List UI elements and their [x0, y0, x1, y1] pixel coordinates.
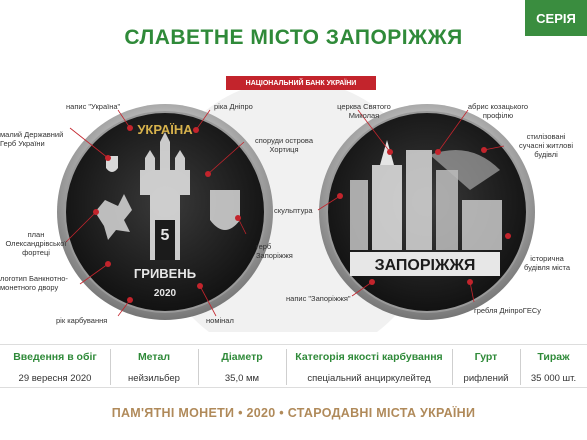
marker-dots	[93, 125, 511, 303]
label-ukraine: напис "Україна"	[66, 102, 121, 111]
obverse-denomination: 5	[161, 227, 170, 244]
coins-stage: УКРАЇНА 5 ГРИВЕНЬ 2020 ЗАПОРІЖЖЯ НАЦІОНА…	[0, 70, 587, 332]
label-inscription: напис "Запоріжжя"	[286, 294, 351, 303]
zaporizhzhia-coat-icon	[210, 190, 240, 230]
label-mint-logo: логотип Банкнотно-монетного двору	[0, 274, 68, 292]
page-title: СЛАВЕТНЕ МІСТО ЗАПОРІЖЖЯ	[124, 26, 463, 49]
footer-series: ПАМ'ЯТНІ МОНЕТИ • 2020 • СТАРОДАВНІ МІСТ…	[111, 406, 476, 420]
nbu-label: НАЦІОНАЛЬНИЙ БАНК УКРАЇНИ	[226, 76, 376, 90]
reverse-coin	[319, 104, 535, 320]
reverse-city: ЗАПОРІЖЖЯ	[375, 257, 476, 274]
obverse-legend: УКРАЇНА	[137, 122, 193, 137]
coins-illustration: УКРАЇНА 5 ГРИВЕНЬ 2020 ЗАПОРІЖЖЯ	[57, 80, 535, 332]
label-dnipro: ріка Дніпро	[214, 102, 253, 111]
label-sculpture: скульптура	[274, 206, 313, 215]
leader-lines	[65, 109, 508, 317]
label-nominal: номінал	[206, 316, 234, 325]
obverse-year: 2020	[154, 288, 177, 299]
obverse-currency: ГРИВЕНЬ	[134, 266, 196, 281]
label-year: рік карбування	[56, 316, 108, 325]
label-dam: гребля ДніпроГЕСу	[474, 306, 541, 315]
series-badge: СЕРІЯ	[525, 0, 587, 36]
